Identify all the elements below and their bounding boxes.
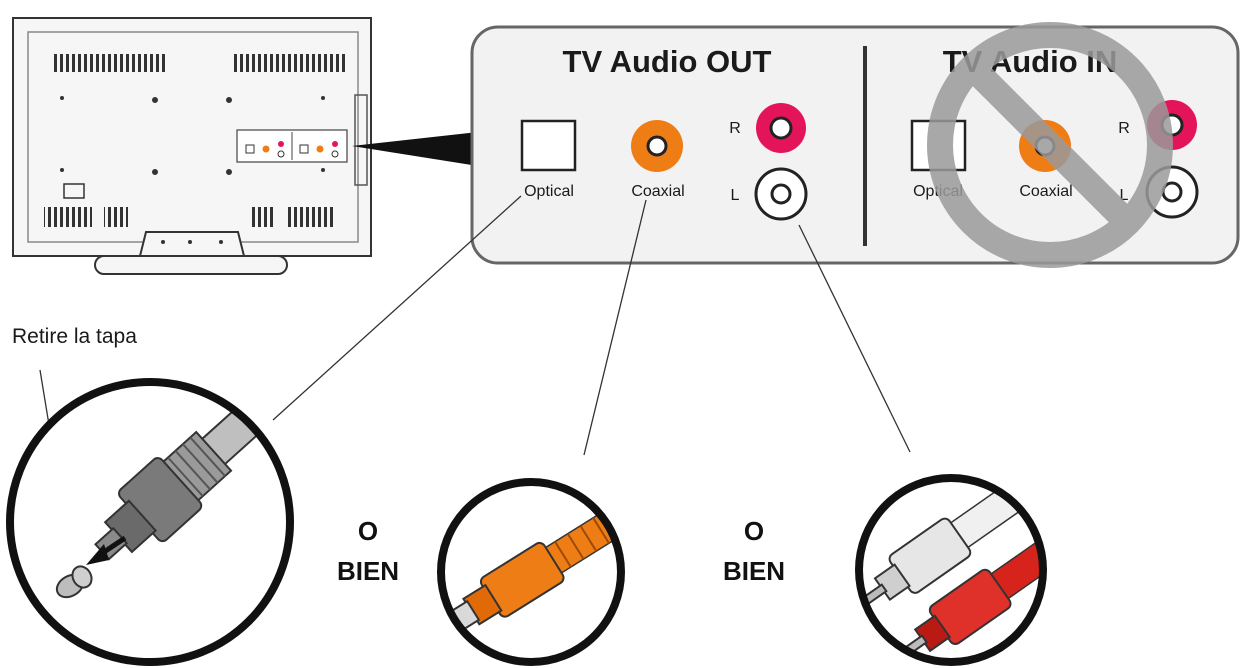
r-label-out: R [729, 120, 741, 137]
tv-vent-bottom-2 [104, 207, 128, 227]
optical-port-out [520, 119, 577, 172]
rca-cable-icon [855, 474, 1047, 666]
optical-label-out: Optical [524, 183, 574, 200]
l-label-in: L [1120, 187, 1129, 204]
tv-vent-bottom-1 [44, 207, 92, 227]
or-separator-1-line2: BIEN [337, 556, 399, 586]
or-separator-2-line2: BIEN [723, 556, 785, 586]
audio-out-section: TV Audio OUT Optical Coaxial R L [520, 44, 808, 221]
optical-cable-icon [6, 378, 294, 666]
tv-vent-top-left [53, 54, 166, 72]
tv-vent-bottom-4 [286, 207, 334, 227]
or-separator-1-line1: O [358, 516, 378, 546]
no-symbol-icon [927, 22, 1173, 268]
or-separator-2-line1: O [744, 516, 764, 546]
coaxial-label-in: Coaxial [1019, 183, 1072, 200]
tv-vent-top-right [233, 54, 346, 72]
zoom-pointer [352, 132, 478, 166]
tv-vent-bottom-3 [250, 207, 274, 227]
coaxial-cable-icon [437, 478, 625, 666]
remove-cap-label: Retire la tapa [12, 325, 137, 348]
audio-out-title: TV Audio OUT [563, 44, 772, 79]
audio-port-panel: TV Audio OUT Optical Coaxial R L TV Audi… [470, 22, 1240, 268]
tv-back-illustration [12, 17, 372, 275]
r-label-in: R [1118, 120, 1130, 137]
l-label-out: L [731, 187, 740, 204]
coaxial-label-out: Coaxial [631, 183, 684, 200]
